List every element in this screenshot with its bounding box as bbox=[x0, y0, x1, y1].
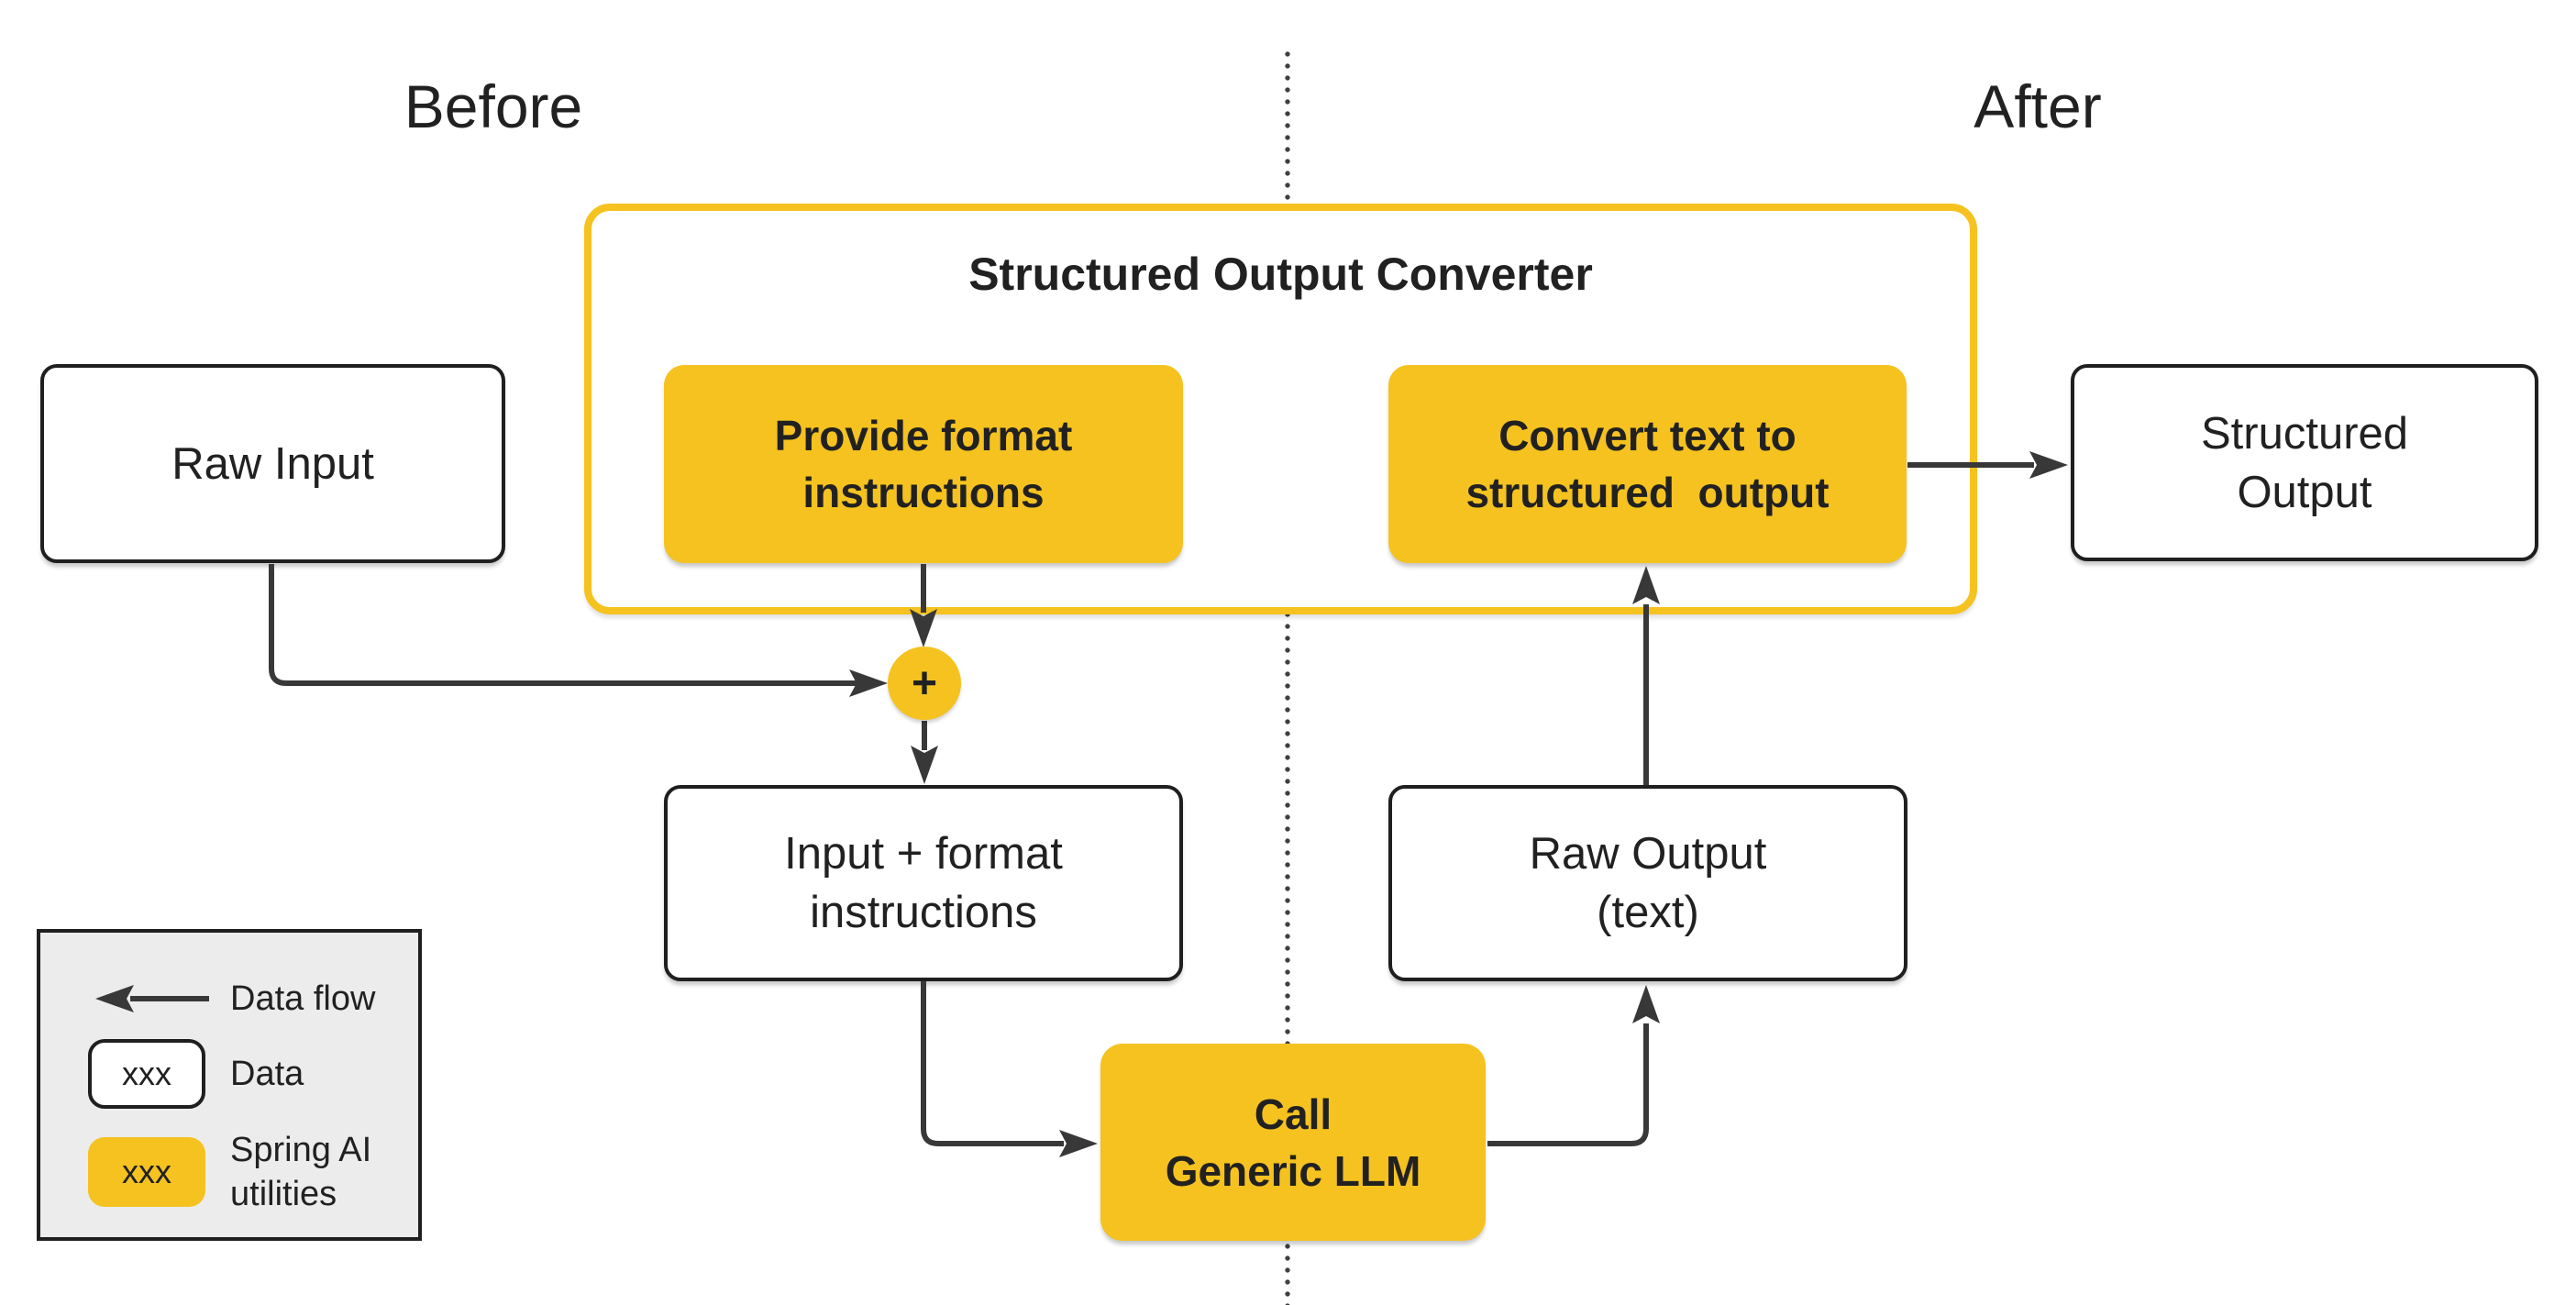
arrow-call-llm-to-raw-output bbox=[1487, 985, 1660, 1146]
raw-output-node: Raw Output (text) bbox=[1388, 785, 1907, 981]
converter-title: Structured Output Converter bbox=[968, 249, 1593, 300]
spring-ai-box-icon: xxx bbox=[88, 1137, 205, 1207]
merge-plus-circle: + bbox=[888, 647, 961, 720]
call-generic-llm-node: Call Generic LLM bbox=[1100, 1044, 1486, 1241]
legend-icon-cell: xxx bbox=[40, 1039, 230, 1109]
arrow-input-format-to-call-llm bbox=[921, 981, 1098, 1157]
legend-row-spring-ai-utilities: xxx Spring AI utilities bbox=[40, 1122, 418, 1222]
structured-output-node: Structured Output bbox=[2071, 364, 2538, 561]
data-flow-arrow-icon bbox=[95, 985, 209, 1012]
legend-label-spring-ai-utilities: Spring AI utilities bbox=[230, 1131, 372, 1213]
legend-row-data: xxx Data bbox=[40, 1028, 418, 1120]
input-plus-format-instructions-node: Input + format instructions bbox=[664, 785, 1183, 981]
provide-format-instructions-node: Provide format instructions bbox=[664, 365, 1183, 563]
legend-label-data: Data bbox=[230, 1055, 304, 1093]
legend-sample-text: xxx bbox=[122, 1055, 171, 1092]
after-section-label: After bbox=[1973, 72, 2102, 140]
legend-icon-cell: xxx bbox=[40, 1137, 230, 1207]
raw-input-node: Raw Input bbox=[40, 364, 505, 563]
plus-icon: + bbox=[911, 658, 938, 708]
legend-label-data-flow: Data flow bbox=[230, 979, 376, 1018]
before-section-label: Before bbox=[404, 72, 583, 140]
arrow-plus-to-input-format bbox=[911, 721, 938, 784]
legend-row-data-flow: Data flow bbox=[40, 966, 418, 1032]
convert-text-to-structured-output-node: Convert text to structured output bbox=[1388, 365, 1907, 563]
before-after-divider-dotted-line bbox=[1285, 51, 1290, 1305]
data-box-icon: xxx bbox=[88, 1039, 205, 1109]
legend-box: Data flow xxx Data xxx Spring AI utiliti… bbox=[37, 929, 422, 1241]
legend-sample-text: xxx bbox=[122, 1153, 171, 1190]
legend-icon-cell bbox=[40, 980, 230, 1017]
